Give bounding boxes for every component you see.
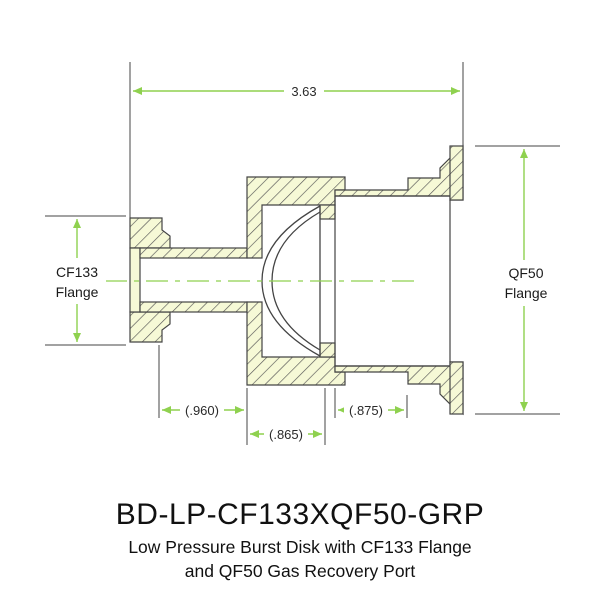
qf-label-line2: Flange	[505, 285, 548, 301]
part-number: BD-LP-CF133XQF50-GRP	[115, 498, 485, 531]
qf-flange-rim-bottom	[449, 361, 464, 415]
cf-label-line2: Flange	[56, 284, 99, 300]
cf-label-line1: CF133	[56, 264, 98, 280]
dim-mid-segment-text: (.865)	[269, 427, 303, 442]
inner-ring-top	[319, 204, 336, 220]
dim-qf-segment-text: (.875)	[349, 403, 383, 418]
description-line-2: and QF50 Gas Recovery Port	[184, 561, 416, 581]
cf-flange-top	[129, 217, 171, 249]
cf-flange-bottom	[129, 311, 171, 343]
inner-ring-bottom	[319, 342, 336, 358]
tube-wall-top	[139, 247, 248, 259]
part-cross-section	[129, 144, 464, 416]
qf-flange-rim-top	[449, 145, 464, 201]
qf-body-top	[334, 144, 464, 201]
cf-flange-face	[129, 247, 141, 313]
description-line-1: Low Pressure Burst Disk with CF133 Flang…	[128, 537, 472, 557]
tube-wall-bottom	[139, 301, 248, 313]
extension-lines-horizontal	[45, 145, 560, 415]
dim-overall-text: 3.63	[291, 84, 316, 99]
qf-label-line1: QF50	[508, 265, 543, 281]
extension-lines	[129, 62, 464, 445]
dim-cf-segment-text: (.960)	[185, 403, 219, 418]
